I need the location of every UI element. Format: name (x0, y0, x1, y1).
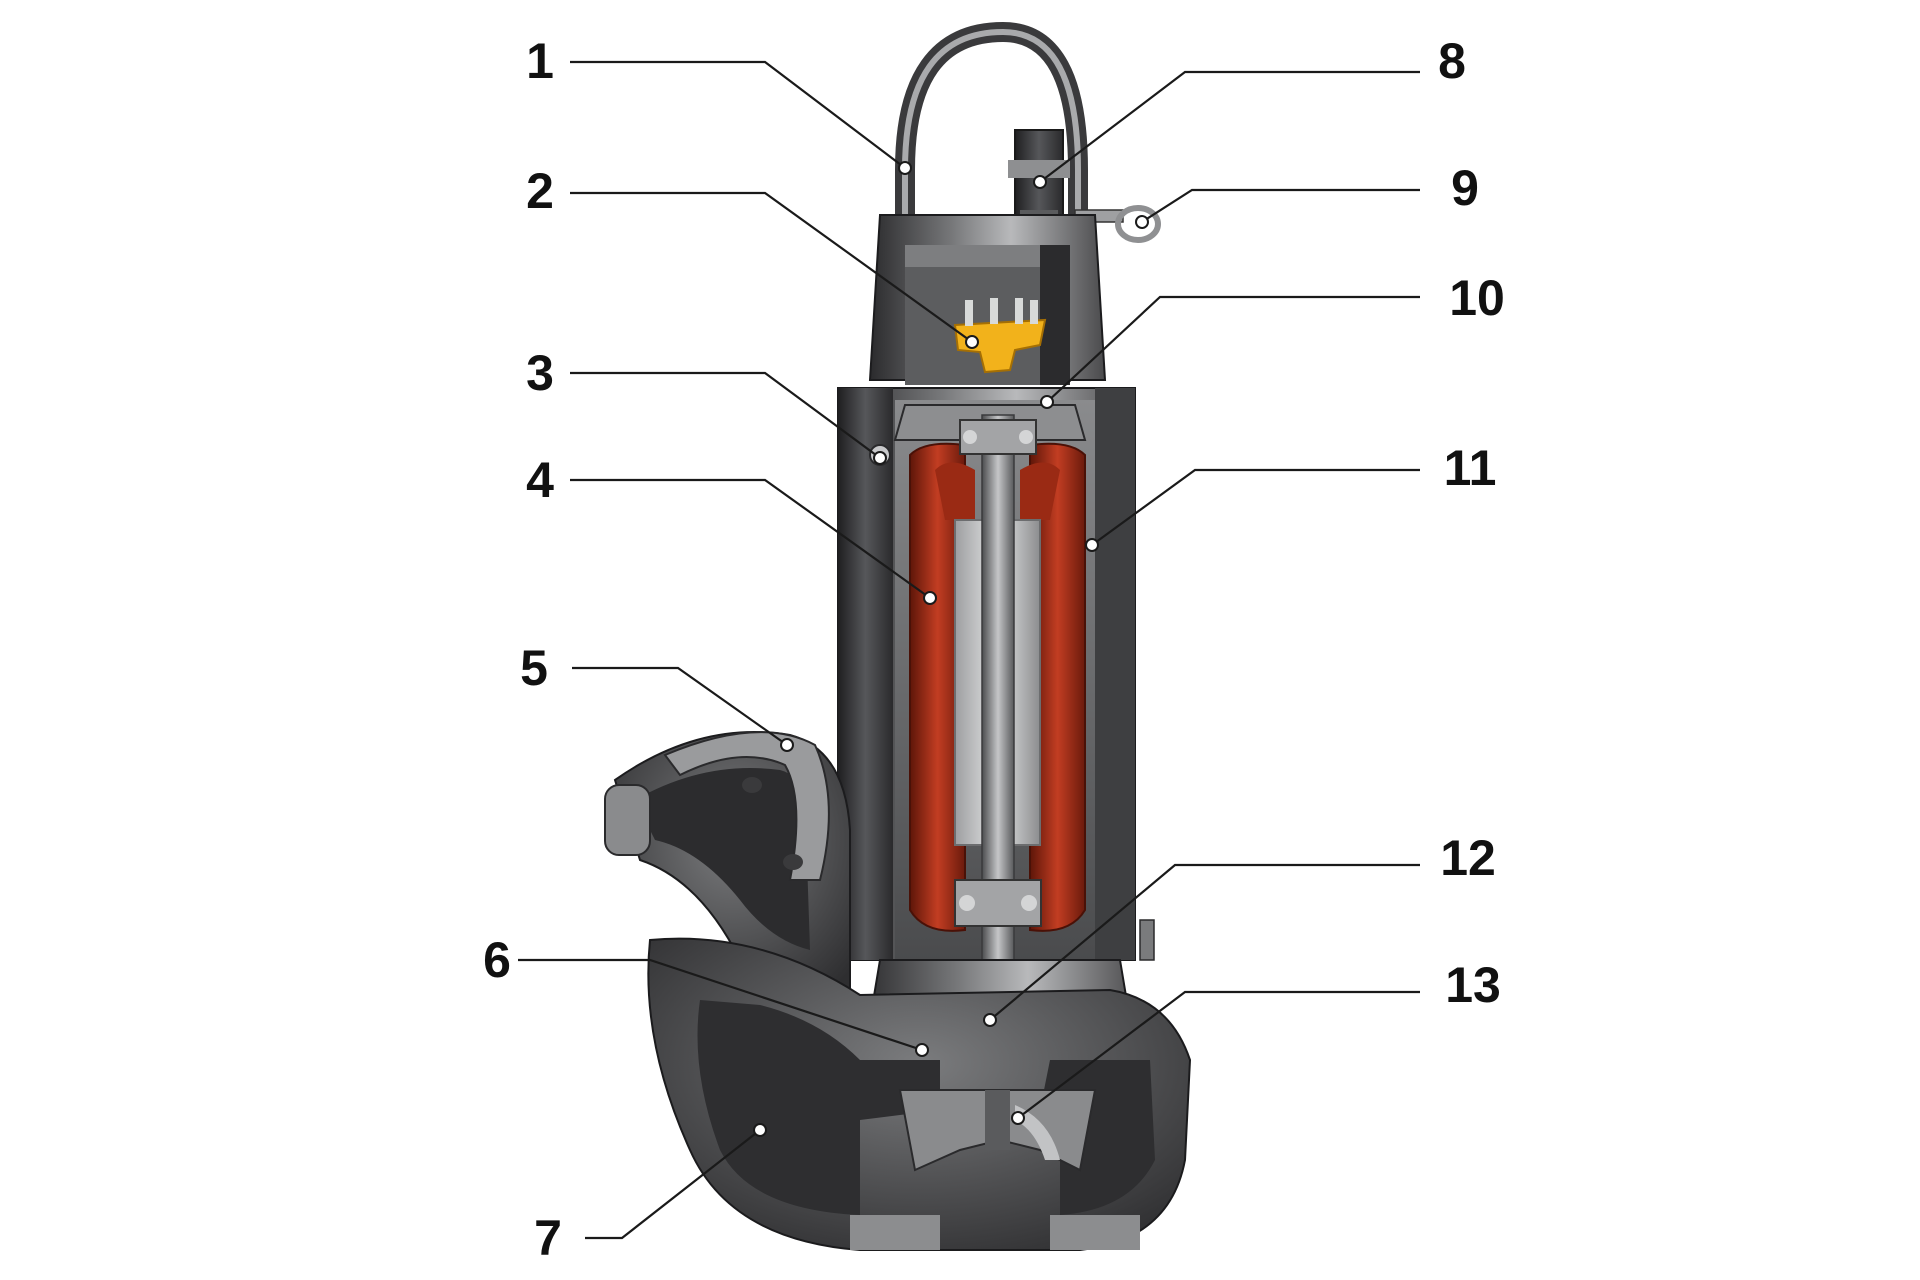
leader-dot (1085, 538, 1099, 552)
callout-2: 2 (526, 163, 554, 219)
leader-line (1039, 70, 1420, 183)
impeller (898, 1089, 1097, 1172)
leader-line (570, 478, 931, 599)
callout-5: 5 (520, 640, 548, 696)
leader-dot (965, 335, 979, 349)
leader-line (1091, 468, 1420, 546)
leader-line (585, 1129, 761, 1240)
leader-dot (753, 1123, 767, 1137)
pump-illustration (604, 21, 1192, 1251)
callout-10: 10 (1449, 270, 1505, 326)
leader-dot (1011, 1111, 1025, 1125)
leader-line (572, 666, 788, 746)
leader-line (518, 958, 923, 1052)
leader-dot (983, 1013, 997, 1027)
leader-line (570, 60, 906, 169)
stator-winding (909, 442, 1086, 932)
callout-3: 3 (526, 345, 554, 401)
callout-numbers: 1 2 3 4 5 6 7 8 9 10 11 12 13 (483, 33, 1505, 1266)
leader-dot (1040, 395, 1054, 409)
callout-leaders (518, 60, 1420, 1240)
callout-9: 9 (1451, 160, 1479, 216)
callout-8: 8 (1438, 33, 1466, 89)
leader-dot (1033, 175, 1047, 189)
callout-13: 13 (1445, 957, 1501, 1013)
leader-dot (1135, 215, 1149, 229)
leader-dot (873, 451, 887, 465)
callout-11: 11 (1444, 440, 1497, 496)
lower-bearing (954, 879, 1042, 927)
callout-6: 6 (483, 932, 511, 988)
leader-line (1046, 295, 1420, 403)
leader-dot (923, 591, 937, 605)
terminal-block (953, 298, 1047, 374)
leader-dot (898, 161, 912, 175)
callout-12: 12 (1440, 830, 1496, 886)
discharge-flange (604, 731, 830, 881)
leader-dot (915, 1043, 929, 1057)
leader-line (1017, 990, 1420, 1119)
leader-line (989, 863, 1420, 1021)
housing-lug (1139, 919, 1155, 961)
callout-1: 1 (526, 33, 554, 89)
leader-line (1141, 188, 1420, 223)
leader-line (570, 371, 881, 459)
discharge-elbow (613, 731, 851, 1002)
callout-4: 4 (526, 452, 554, 508)
leader-line (570, 191, 973, 343)
upper-cap (868, 214, 1107, 385)
callout-7: 7 (534, 1210, 562, 1266)
upper-bearing (959, 419, 1037, 455)
leader-dot (780, 738, 794, 752)
